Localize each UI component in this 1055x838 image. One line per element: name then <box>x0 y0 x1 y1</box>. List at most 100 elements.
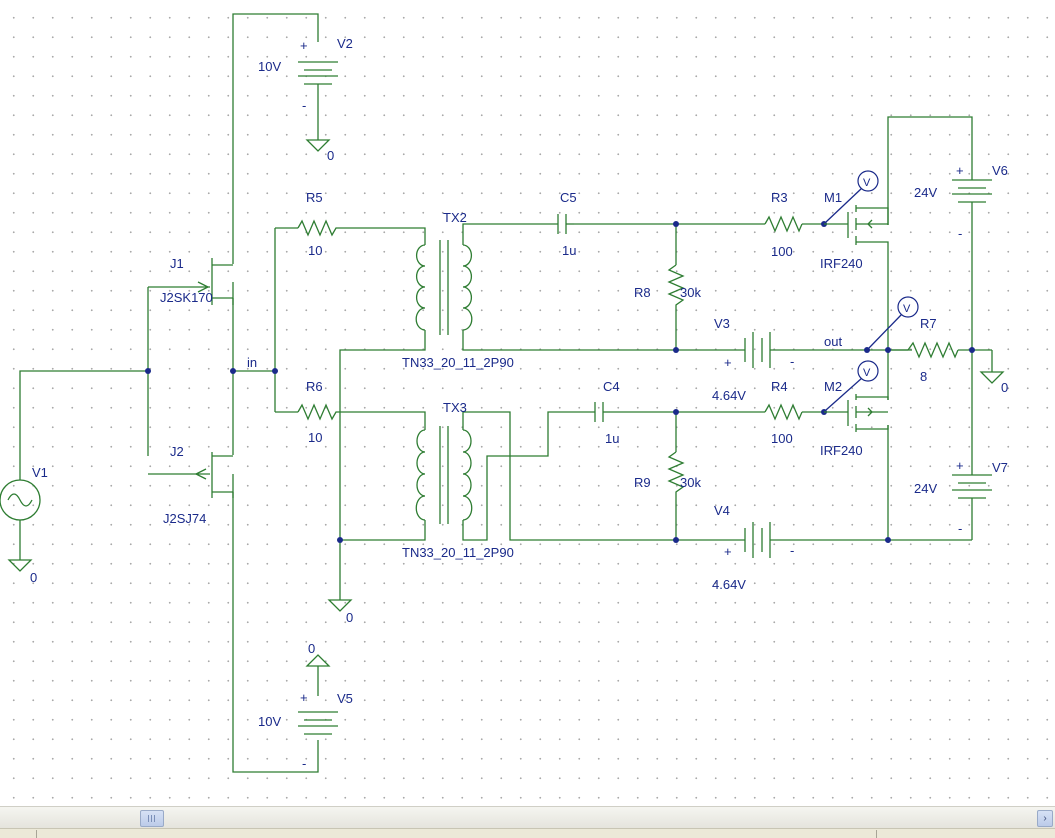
ground-label-primary: 0 <box>346 610 353 625</box>
v6-ref: V6 <box>992 163 1008 178</box>
status-pane-divider <box>36 830 37 838</box>
c4-value: 1u <box>605 431 619 446</box>
scroll-right-arrow-icon[interactable]: › <box>1037 810 1053 827</box>
r7-value: 8 <box>920 369 927 384</box>
ground-label-v5: 0 <box>308 641 315 656</box>
tx2-part: TN33_20_11_2P90 <box>402 355 514 370</box>
v5-plus: + <box>300 690 308 705</box>
c4-ref: C4 <box>603 379 620 394</box>
j2-ref: J2 <box>170 444 184 459</box>
v3-plus: + <box>724 355 732 370</box>
capacitor-c5[interactable]: C5 1u <box>557 190 577 258</box>
v6-minus: - <box>958 226 962 241</box>
v7-value: 24V <box>914 481 937 496</box>
voltage-probe-out[interactable]: V <box>868 296 919 349</box>
jfet-j2[interactable]: J2 J2SJ74 <box>163 444 234 526</box>
r9-value: 30k <box>680 475 701 490</box>
r7-ref: R7 <box>920 316 937 331</box>
v4-ref: V4 <box>714 503 730 518</box>
r4-value: 100 <box>771 431 793 446</box>
ground-symbol-v1: 0 <box>7 559 37 585</box>
ground-label-v2: 0 <box>327 148 334 163</box>
r4-ref: R4 <box>771 379 788 394</box>
m1-part: IRF240 <box>820 256 863 271</box>
ground-symbol-primary: 0 <box>327 599 353 625</box>
j1-part: J2SK170 <box>160 290 213 305</box>
resistor-r5[interactable]: R5 10 <box>297 190 340 258</box>
v2-minus: - <box>302 98 306 113</box>
tx3-ref: TX3 <box>443 400 467 415</box>
r8-value: 30k <box>680 285 701 300</box>
voltage-probe-m1-gate[interactable]: V <box>825 170 879 223</box>
schematic-drawing[interactable]: + - V2 10V 0 0 + - V5 10V V1 0 J1 <box>0 0 1055 806</box>
v7-minus: - <box>958 521 962 536</box>
ground-symbol-v5: 0 <box>305 641 331 667</box>
m2-ref: M2 <box>824 379 842 394</box>
r5-value: 10 <box>308 243 322 258</box>
ground-label-v1: 0 <box>30 570 37 585</box>
c5-value: 1u <box>562 243 576 258</box>
tx3-part: TN33_20_11_2P90 <box>402 545 514 560</box>
r9-ref: R9 <box>634 475 651 490</box>
r6-value: 10 <box>308 430 322 445</box>
v7-plus: + <box>956 458 964 473</box>
r5-ref: R5 <box>306 190 323 205</box>
junctions <box>145 221 975 543</box>
r3-ref: R3 <box>771 190 788 205</box>
tx2-ref: TX2 <box>443 210 467 225</box>
v2-ref: V2 <box>337 36 353 51</box>
v7-ref: V7 <box>992 460 1008 475</box>
wires <box>19 13 993 773</box>
resistor-r4[interactable]: R4 100 <box>764 379 803 446</box>
resistor-r7[interactable]: R7 8 <box>907 316 959 384</box>
mosfet-m1[interactable]: M1 IRF240 <box>820 190 889 271</box>
resistor-r3[interactable]: R3 100 <box>764 190 803 259</box>
v2-plus: + <box>300 38 308 53</box>
j2-part: J2SJ74 <box>163 511 206 526</box>
resistor-r9[interactable]: R9 30k <box>634 451 701 495</box>
m1-ref: M1 <box>824 190 842 205</box>
resistor-r6[interactable]: R6 10 <box>297 379 340 445</box>
v5-minus: - <box>302 756 306 771</box>
mosfet-m2[interactable]: M2 IRF240 <box>820 379 889 458</box>
v3-value: 4.64V <box>712 388 746 403</box>
r8-ref: R8 <box>634 285 651 300</box>
scrollbar-thumb[interactable] <box>140 810 164 827</box>
c5-ref: C5 <box>560 190 577 205</box>
battery-v5[interactable]: + - V5 10V <box>258 690 353 771</box>
probe-label-m1: V <box>863 177 871 189</box>
transformer-tx3[interactable]: TX3 TN33_20_11_2P90 <box>402 400 514 560</box>
resistor-r8[interactable]: R8 30k <box>634 264 701 310</box>
jfet-j1[interactable]: J1 J2SK170 <box>160 256 234 305</box>
battery-v6[interactable]: + - V6 24V <box>914 163 1008 241</box>
m2-part: IRF240 <box>820 443 863 458</box>
v3-ref: V3 <box>714 316 730 331</box>
schematic-canvas[interactable]: + - V2 10V 0 0 + - V5 10V V1 0 J1 <box>0 0 1055 806</box>
v1-ref: V1 <box>32 465 48 480</box>
r6-ref: R6 <box>306 379 323 394</box>
v4-value: 4.64V <box>712 577 746 592</box>
net-label-in: in <box>247 355 257 370</box>
v6-value: 24V <box>914 185 937 200</box>
transformer-tx2[interactable]: TX2 TN33_20_11_2P90 <box>402 210 514 370</box>
j1-ref: J1 <box>170 256 184 271</box>
probe-label-m2: V <box>863 367 871 379</box>
probe-label-out: V <box>903 303 911 315</box>
v5-value: 10V <box>258 714 281 729</box>
voltage-probe-m2-gate[interactable]: V <box>825 360 879 411</box>
v5-ref: V5 <box>337 691 353 706</box>
battery-v4[interactable]: + - V4 4.64V <box>712 503 794 592</box>
horizontal-scrollbar[interactable]: › <box>0 806 1055 829</box>
capacitor-c4[interactable]: C4 1u <box>594 379 620 446</box>
net-label-out: out <box>824 334 842 349</box>
v4-minus: - <box>790 543 794 558</box>
v4-plus: + <box>724 544 732 559</box>
battery-v2[interactable]: + - V2 10V <box>258 36 353 113</box>
battery-v3[interactable]: + - V3 4.64V <box>712 316 794 403</box>
ac-source-v1[interactable]: V1 <box>0 465 48 521</box>
battery-v7[interactable]: + - V7 24V <box>914 458 1008 536</box>
status-pane-divider <box>876 830 877 838</box>
v2-value: 10V <box>258 59 281 74</box>
status-bar <box>0 828 1055 838</box>
ground-symbol-v2: 0 <box>305 139 334 163</box>
